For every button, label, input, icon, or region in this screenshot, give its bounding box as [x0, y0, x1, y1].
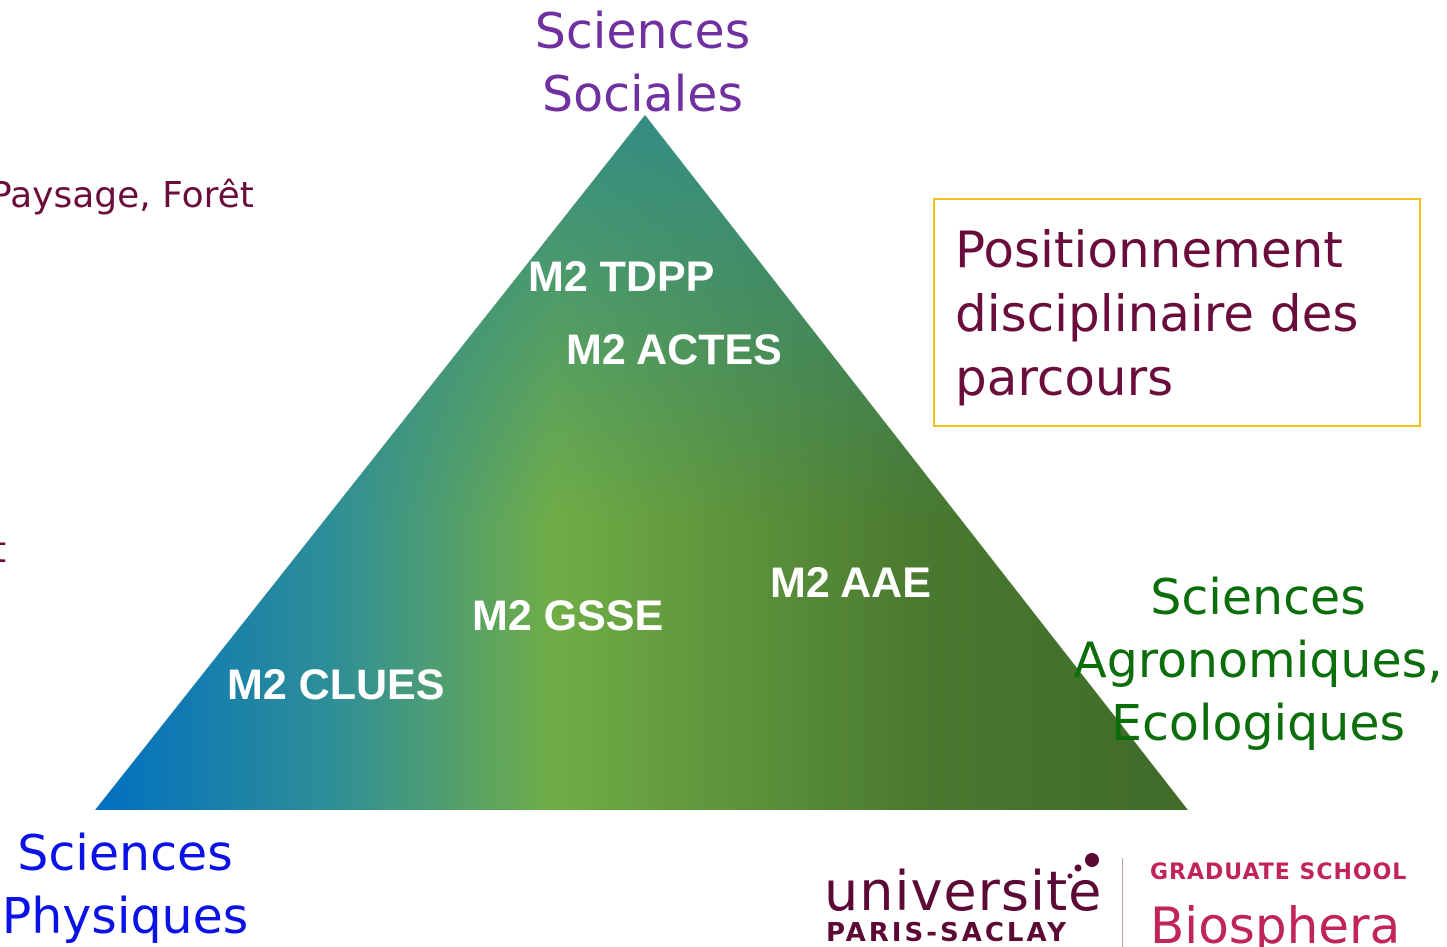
vertex-physical-line-1: Sciences	[17, 825, 233, 882]
course-label-tdpp: M2 TDPP	[528, 253, 715, 301]
vertex-social-line-2: Sociales	[542, 66, 743, 123]
course-label-clues: M2 CLUES	[227, 661, 445, 709]
universite-paris-saclay-logo: universite PARIS-SACLAY	[820, 848, 1110, 947]
logo-divider	[1122, 858, 1123, 947]
info-box-line-1: Positionnement	[955, 221, 1343, 279]
triangle-top-shade	[95, 115, 1188, 810]
vertex-label-physical-sciences: Sciences Physiques	[0, 822, 280, 947]
cut-off-text-1: Paysage, Forêt	[0, 175, 254, 216]
vertex-label-social-sciences: Sciences Sociales	[470, 0, 815, 126]
course-label-actes: M2 ACTES	[566, 326, 782, 374]
course-label-aae: M2 AAE	[770, 559, 931, 607]
vertex-agro-line-3: Ecologiques	[1110, 695, 1406, 752]
logo-university-word: universite	[824, 860, 1103, 923]
cut-off-text-2: t	[0, 530, 6, 571]
info-box-line-3: parcours	[955, 349, 1174, 407]
vertex-agro-line-2: Agronomiques,	[1073, 632, 1443, 689]
vertex-agro-line-1: Sciences	[1150, 569, 1366, 626]
logo-dots-icon	[1067, 853, 1099, 879]
course-label-gsse: M2 GSSE	[472, 592, 664, 640]
vertex-social-line-1: Sciences	[534, 3, 751, 60]
vertex-label-agronomic-sciences: Sciences Agronomiques, Ecologiques	[1058, 566, 1447, 755]
info-box-line-2: disciplinaire des	[955, 285, 1359, 343]
info-box: Positionnement disciplinaire des parcour…	[933, 198, 1421, 427]
logo-university-sub: PARIS-SACLAY	[826, 918, 1069, 947]
graduate-school-title: GRADUATE SCHOOL	[1150, 860, 1408, 885]
graduate-school-name: Biosphera	[1150, 897, 1401, 947]
vertex-physical-line-2: Physiques	[1, 888, 249, 945]
